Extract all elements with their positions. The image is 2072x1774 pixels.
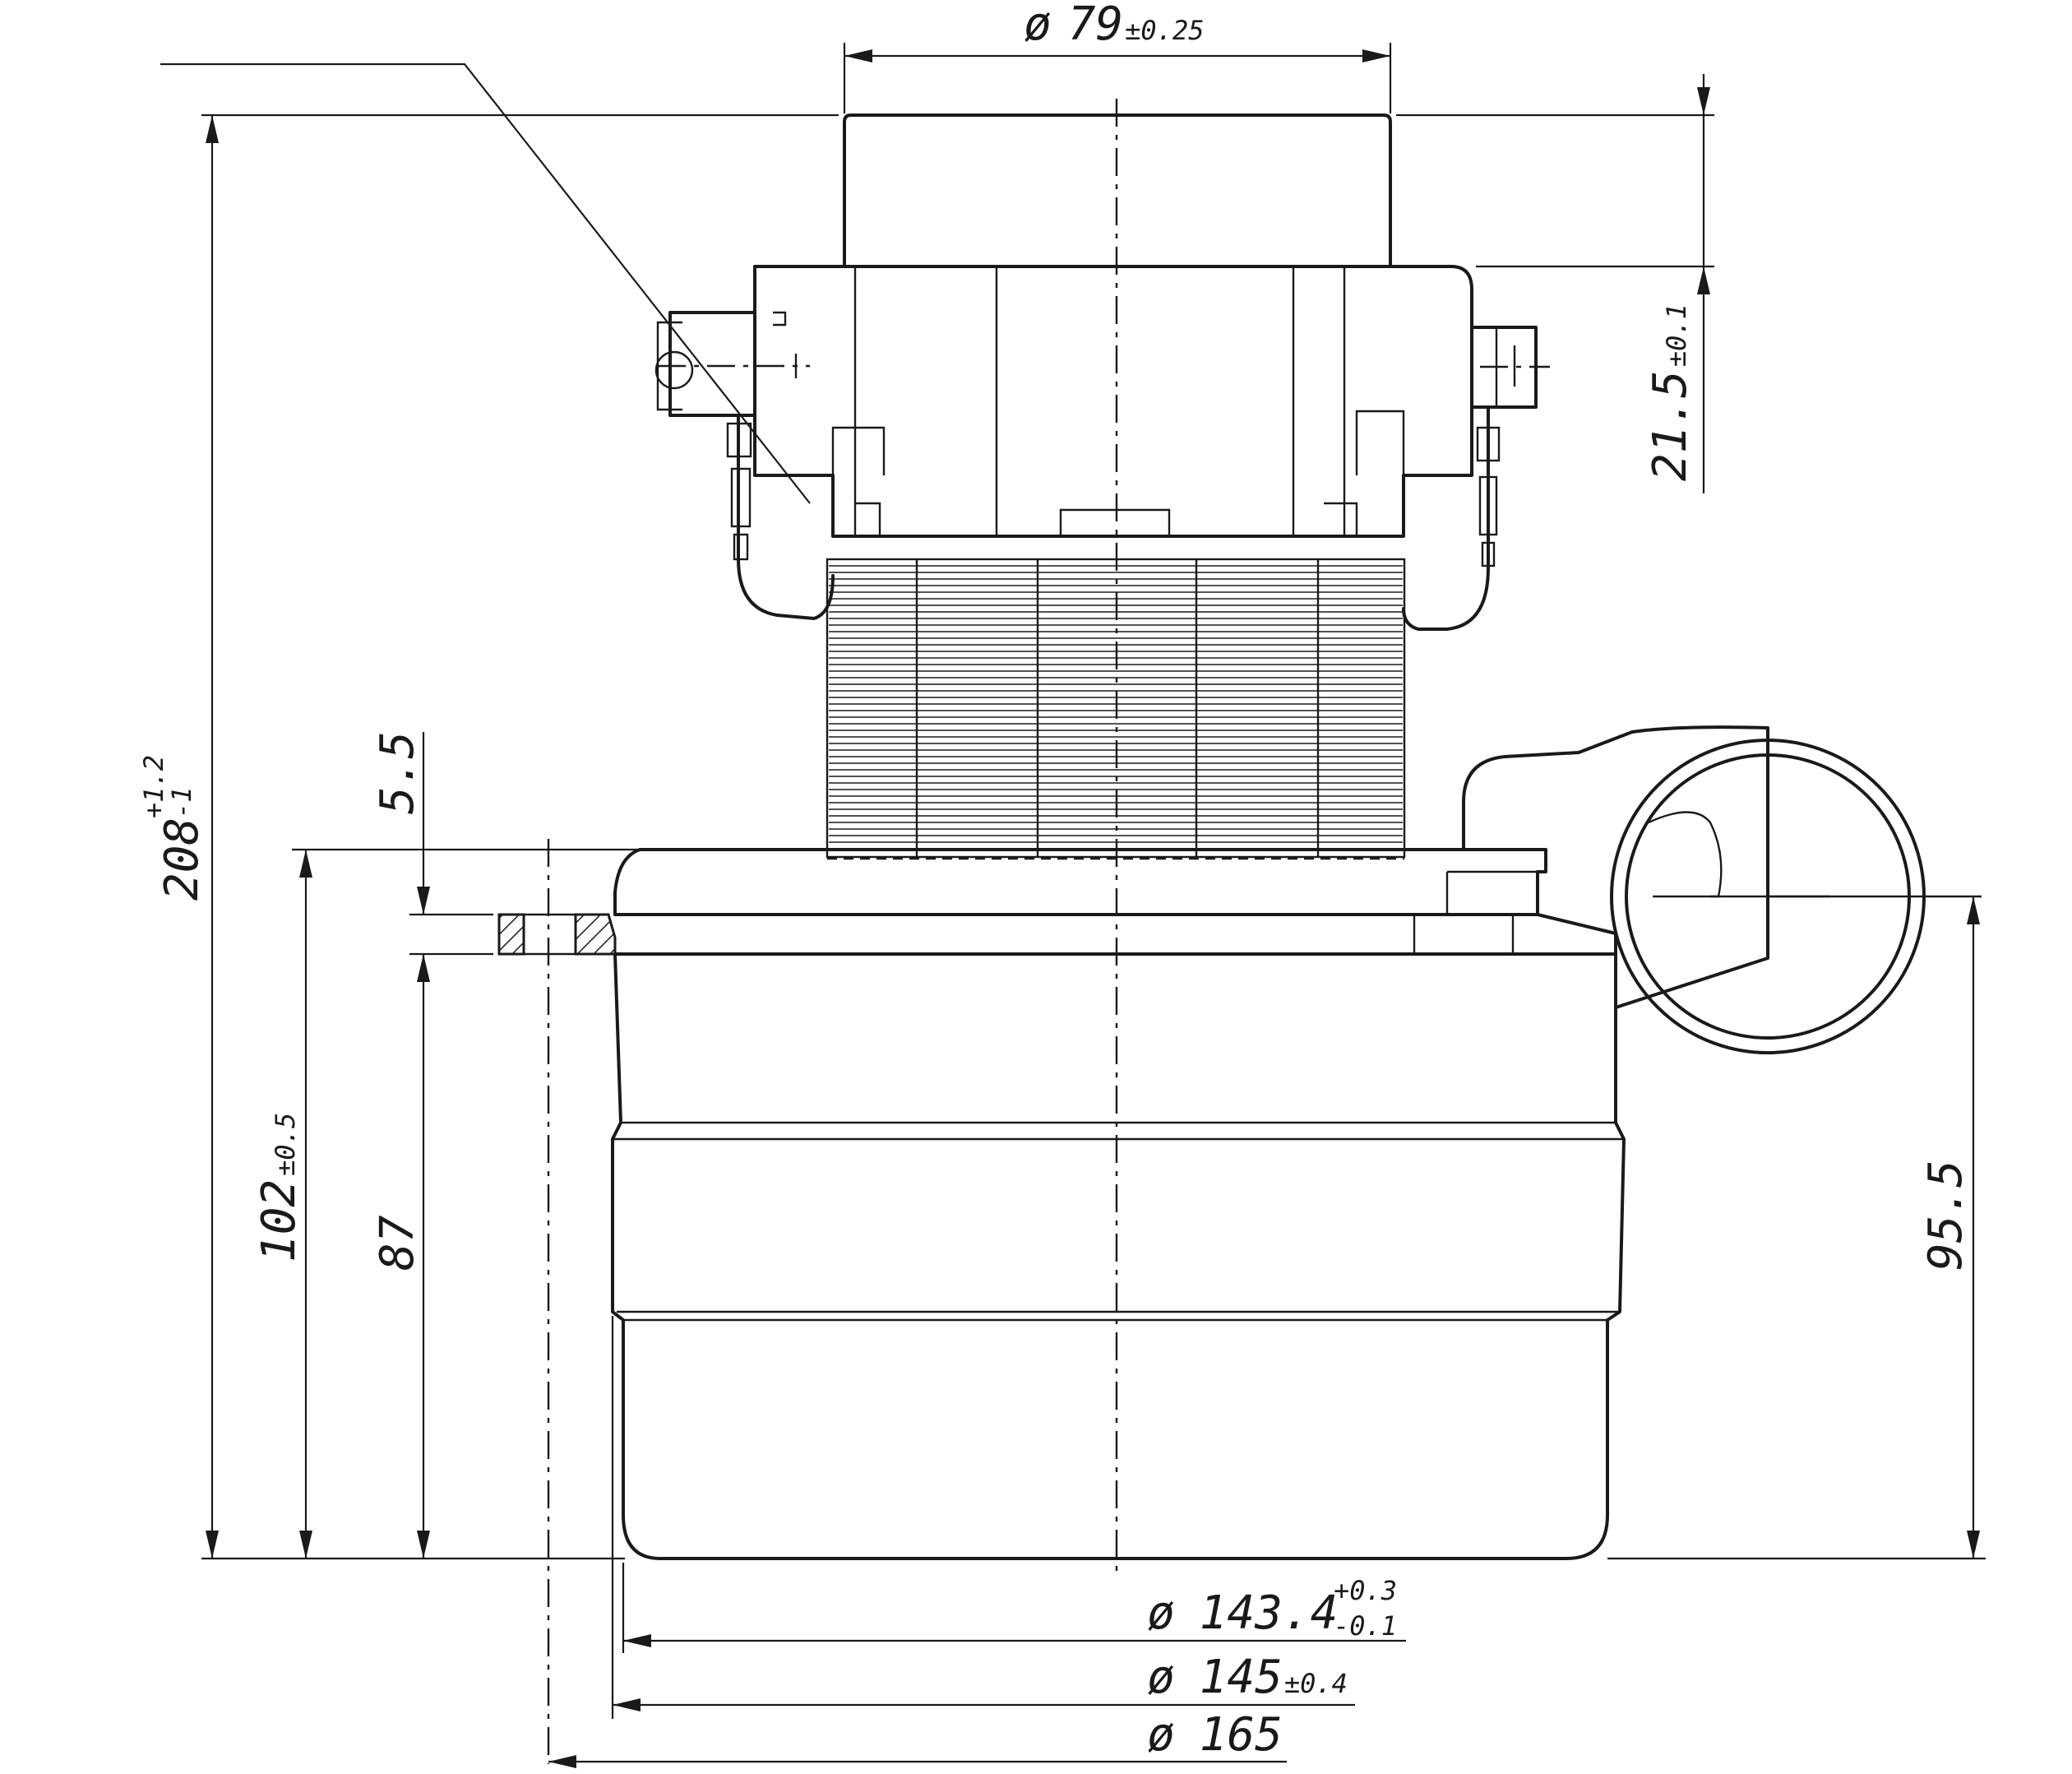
- dim-h208-tol-upper: +1.2: [138, 755, 169, 818]
- right-terminal-lead: [1402, 405, 1490, 631]
- left-brush-holder: [668, 311, 756, 417]
- dim-d143-4-tol-upper: +0.3: [1334, 1575, 1397, 1606]
- motor-body: [497, 99, 1982, 1764]
- dimension-lines: [160, 43, 1986, 1768]
- dim-h87-label: 87: [371, 1215, 424, 1271]
- dim-h95-5-label: 95.5: [1919, 1160, 1973, 1271]
- dim-d143-4-tol-lower: -0.1: [1334, 1610, 1397, 1642]
- left-terminal-lead: [737, 414, 835, 620]
- dim-h5-5-label: 5.5: [371, 731, 424, 814]
- fan-housing: [611, 952, 1626, 1560]
- dim-h102-label: 102±0.5: [252, 1113, 306, 1262]
- dim-h208-tol-lower: -1: [166, 786, 197, 818]
- dim-h208-label: 208: [155, 818, 209, 901]
- brush-housing: [753, 265, 1473, 538]
- dim-h21-5-label: 21.5±0.1: [1644, 303, 1697, 481]
- outlet-pipe-body: [1462, 725, 1769, 1009]
- stator-laminations: [829, 565, 1403, 850]
